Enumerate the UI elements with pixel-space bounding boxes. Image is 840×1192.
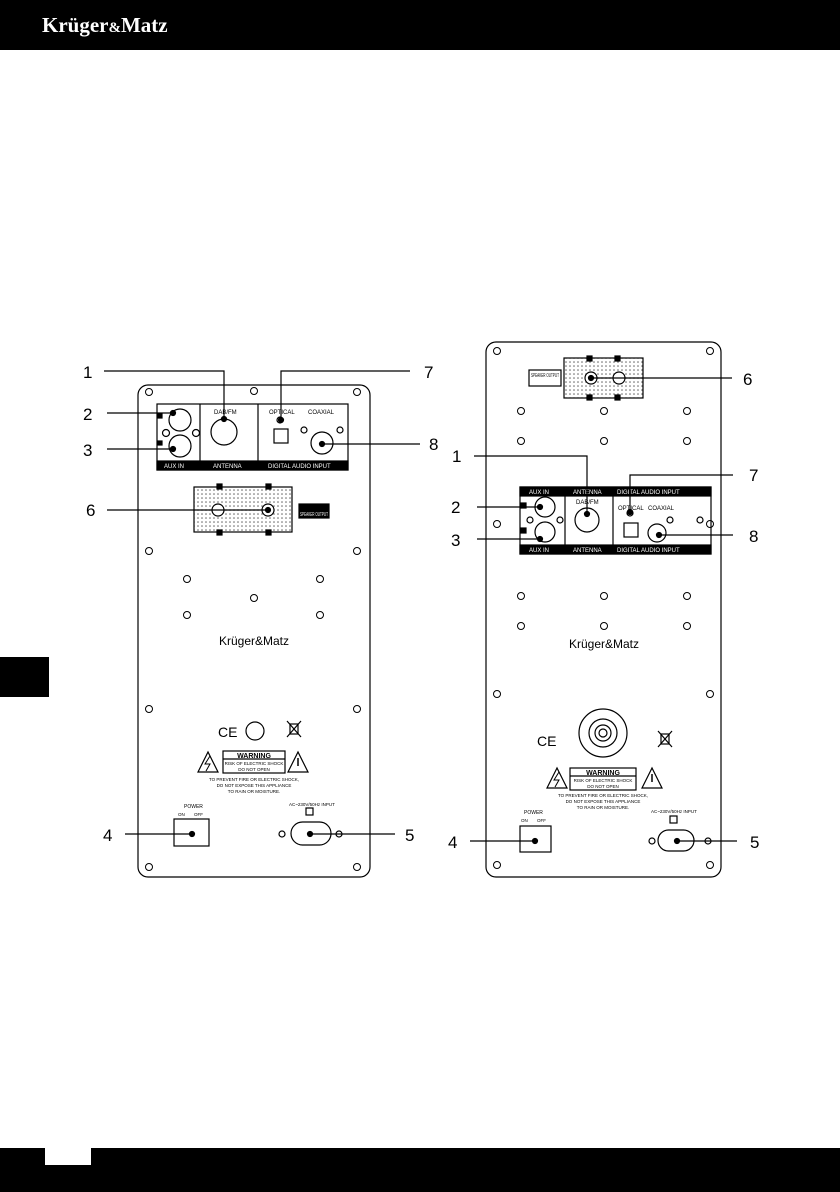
right-shock-icon — [546, 766, 568, 789]
left-center-connector — [245, 721, 265, 741]
right-callouts — [470, 374, 737, 845]
header-bar: Krüger&Matz — [0, 0, 840, 50]
right-ac-input-label: AC~230V/50Hz INPUT — [651, 809, 697, 814]
left-warning-line1: RISK OF ELECTRIC SHOCK — [225, 761, 284, 766]
right-power-switch — [519, 825, 552, 853]
brand-logo: Krüger&Matz — [42, 13, 168, 38]
left-coaxial-jack — [310, 431, 334, 455]
left-warning-line2: DO NOT OPEN — [238, 767, 269, 772]
page-number-box — [45, 1148, 91, 1165]
left-weee-icon — [289, 723, 299, 735]
right-aux-in-bottom-label: AUX IN — [529, 548, 549, 554]
left-off-label: OFF — [194, 812, 203, 817]
left-antenna-jack — [210, 418, 238, 446]
right-panel-text: SPEAKER OUTPUT AUX IN ANTENNA DIGITAL AU… — [521, 373, 697, 823]
right-port-outer — [578, 708, 628, 758]
right-caution-line2: DO NOT EXPOSE THIS APPLIANCE — [566, 799, 641, 804]
left-aux-in-r-jack — [168, 434, 192, 458]
brand-tail: Matz — [120, 13, 168, 37]
left-callout-6: 6 — [86, 501, 95, 520]
right-on-label: ON — [521, 818, 528, 823]
right-power-label: POWER — [524, 810, 543, 816]
left-rear-panel — [137, 384, 371, 878]
left-caution-line2: DO NOT EXPOSE THIS APPLIANCE — [217, 783, 292, 788]
side-tab — [0, 657, 49, 697]
right-warning-box — [569, 767, 637, 791]
left-optical-port — [273, 428, 289, 444]
left-speaker-output-label: SPEAKER OUTPUT — [300, 512, 328, 518]
left-caution-line3: TO RAIN OR MOISTURE. — [228, 789, 280, 794]
right-callout-3: 3 — [451, 531, 460, 550]
left-callout-1: 1 — [83, 363, 92, 382]
right-warning-line1: RISK OF ELECTRIC SHOCK — [574, 778, 633, 783]
right-aux-in-r-jack — [534, 521, 556, 543]
right-digital-audio-top-label: DIGITAL AUDIO INPUT — [617, 490, 680, 496]
left-optical-label: OPTICAL — [269, 410, 295, 416]
right-panel-brand: Krüger&Matz — [569, 637, 639, 651]
right-callout-4: 4 — [448, 833, 457, 852]
right-caution-line1: TO PREVENT FIRE OR ELECTRIC SHOCK, — [558, 793, 648, 798]
left-panel-outline — [137, 384, 371, 878]
right-warning-icon — [641, 766, 663, 789]
left-callout-7: 7 — [424, 363, 433, 382]
left-callout-4: 4 — [103, 826, 112, 845]
left-on-label: ON — [178, 812, 185, 817]
right-optical-port — [623, 522, 639, 538]
left-ac-input-label: AC~230V/50Hz INPUT — [289, 802, 335, 807]
left-antenna-label: ANTENNA — [213, 464, 242, 470]
right-antenna-bottom-label: ANTENNA — [573, 548, 602, 554]
left-aux-in-l-jack — [168, 408, 192, 432]
left-power-switch — [173, 818, 210, 847]
left-dab-fm-label: DAB/FM — [214, 410, 237, 416]
left-aux-in-label: AUX IN — [164, 464, 184, 470]
left-coaxial-label: COAXIAL — [308, 410, 335, 416]
right-callout-7: 7 — [749, 466, 758, 485]
right-coaxial-jack — [647, 523, 667, 543]
left-mounting-holes — [145, 387, 361, 871]
right-callout-numbers: 1 2 3 4 5 6 7 8 — [448, 370, 759, 852]
left-shock-icon — [197, 750, 219, 773]
right-callout-5: 5 — [750, 833, 759, 852]
right-mounting-holes — [493, 347, 714, 869]
right-warning-title: WARNING — [586, 770, 620, 777]
right-callout-8: 8 — [749, 527, 758, 546]
left-callout-numbers: 1 2 3 4 5 6 7 8 — [83, 363, 438, 845]
right-digital-audio-bottom-label: DIGITAL AUDIO INPUT — [617, 548, 680, 554]
right-caution-line3: TO RAIN OR MOISTURE. — [577, 805, 629, 810]
left-warning-box — [222, 750, 286, 774]
left-callout-3: 3 — [83, 441, 92, 460]
right-aux-in-top-label: AUX IN — [529, 490, 549, 496]
left-callout-2: 2 — [83, 405, 92, 424]
right-panel-outline — [485, 341, 722, 878]
brand-amp: & — [108, 20, 121, 36]
left-callout-8: 8 — [429, 435, 438, 454]
right-weee-icon — [660, 733, 670, 745]
left-panel-brand: Krüger&Matz — [219, 634, 289, 648]
right-speaker-output-label: SPEAKER OUTPUT — [531, 373, 559, 379]
right-callout-1: 1 — [452, 447, 461, 466]
left-callouts — [104, 370, 420, 838]
footer-bar — [0, 1148, 840, 1192]
brand-main: Krüger — [42, 13, 109, 37]
left-callout-5: 5 — [405, 826, 414, 845]
left-panel-text: DAB/FM OPTICAL COAXIAL AUX IN ANTENNA DI… — [164, 410, 335, 817]
left-warning-title: WARNING — [237, 753, 271, 760]
right-ce-mark: CE — [537, 733, 556, 749]
right-callout-2: 2 — [451, 498, 460, 517]
right-off-label: OFF — [537, 818, 546, 823]
left-ce-mark: CE — [218, 724, 237, 740]
right-callout-6: 6 — [743, 370, 752, 389]
left-power-label: POWER — [184, 804, 203, 810]
left-digital-audio-label: DIGITAL AUDIO INPUT — [268, 464, 331, 470]
right-warning-line2: DO NOT OPEN — [587, 784, 618, 789]
left-caution-line1: TO PREVENT FIRE OR ELECTRIC SHOCK, — [209, 777, 299, 782]
left-warning-icon — [287, 750, 309, 773]
right-optical-label: OPTICAL — [618, 506, 644, 512]
right-coaxial-label: COAXIAL — [648, 506, 675, 512]
